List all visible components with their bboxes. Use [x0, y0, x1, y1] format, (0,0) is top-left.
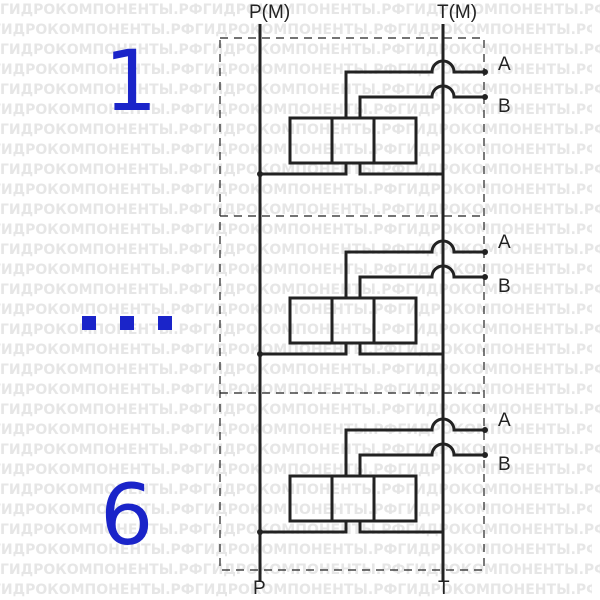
port-a-line: [344, 239, 485, 298]
pressure-node: [257, 171, 263, 177]
module-boundary: [219, 37, 485, 571]
port-b-line: [358, 264, 485, 298]
port-b-node: [482, 452, 488, 458]
port-label-p-bottom: P: [253, 578, 266, 599]
pressure-link: [260, 343, 348, 356]
tank-link: [358, 343, 443, 356]
valve-box-right: [330, 296, 418, 345]
port-b-node: [482, 274, 488, 280]
port-label-a-2: A: [498, 232, 511, 253]
ellipsis-dot: [82, 316, 96, 330]
pressure-link: [260, 521, 348, 534]
tank-link: [358, 521, 443, 534]
pressure-node: [257, 529, 263, 535]
port-label-b-2: B: [498, 276, 511, 297]
valve-box-right: [330, 116, 418, 165]
port-label-a-1: A: [498, 54, 511, 75]
port-label-a-3: A: [498, 410, 511, 431]
port-b-node: [482, 94, 488, 100]
pressure-node: [257, 351, 263, 357]
section-number-first: 1: [104, 32, 158, 130]
port-a-line: [344, 59, 485, 118]
port-a-line: [344, 417, 485, 476]
ellipsis-dot: [120, 316, 134, 330]
port-a-node: [482, 427, 488, 433]
section-number-last: 6: [100, 466, 154, 564]
port-b-line: [358, 442, 485, 476]
port-label-t-bottom: T: [438, 578, 450, 599]
port-a-node: [482, 249, 488, 255]
port-b-line: [358, 84, 485, 118]
port-a-node: [482, 69, 488, 75]
ellipsis-dot: [158, 316, 172, 330]
pressure-link: [260, 163, 348, 176]
port-label-t-top: T(M): [437, 2, 478, 23]
ellipsis-dots: [82, 316, 174, 332]
tank-link: [358, 163, 443, 176]
port-label-b-1: B: [498, 96, 511, 117]
port-label-p-top: P(M): [249, 2, 291, 23]
valve-box-right: [330, 474, 418, 523]
port-label-b-3: B: [498, 454, 511, 475]
